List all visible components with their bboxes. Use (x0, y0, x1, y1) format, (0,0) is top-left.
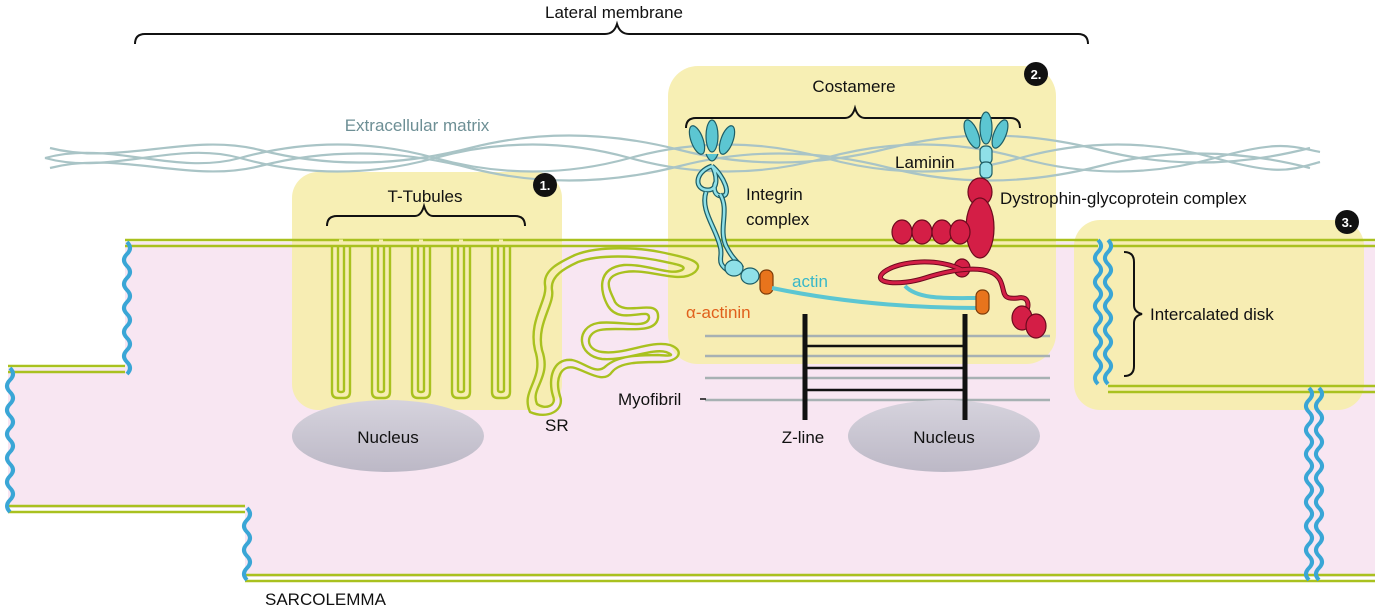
badge-2-text: 2. (1031, 67, 1042, 82)
sarcolemma-label: SARCOLEMMA (265, 590, 387, 609)
myofibril (705, 334, 1050, 402)
nucleus-right-label: Nucleus (913, 428, 974, 447)
sr-label: SR (545, 416, 569, 435)
actin-filament-dystrophin (903, 284, 979, 301)
badge-1-text: 1. (540, 178, 551, 193)
badge-3: 3. (1335, 210, 1359, 234)
sarcolemma-membrane (8, 238, 1375, 583)
t-tubules (330, 246, 512, 400)
actin-label: actin (792, 272, 828, 291)
costamere-brace (685, 104, 1021, 129)
dystrophin-chain-inner (879, 260, 1030, 313)
lateral-membrane-brace (134, 20, 1089, 45)
actin-filament (771, 286, 979, 310)
intercalated-disk-brace (1123, 251, 1143, 377)
intercalated-disk-waves (5, 238, 1324, 582)
laminin-label: Laminin (895, 153, 955, 172)
t-tubules-brace (326, 202, 526, 227)
myofibril-label: Myofibril (618, 390, 681, 409)
myofibril-thick-filaments (805, 344, 965, 392)
badge-2: 2. (1024, 62, 1048, 86)
nucleus-left (292, 400, 484, 472)
costamere-label: Costamere (812, 77, 895, 96)
nucleus-right (848, 400, 1040, 472)
badge-1: 1. (533, 173, 557, 197)
intercalated-disk-highlight-box (1074, 220, 1364, 410)
badge-3-text: 3. (1342, 215, 1353, 230)
lateral-membrane-label: Lateral membrane (545, 3, 683, 22)
laminin (963, 111, 1009, 179)
extracellular-matrix-label: Extracellular matrix (345, 116, 490, 135)
nucleus-left-label: Nucleus (357, 428, 418, 447)
integrin-complex-label-line2: complex (746, 210, 810, 229)
alpha-actinin-label: α-actinin (686, 303, 751, 322)
dystrophin-complex-label: Dystrophin-glycoprotein complex (1000, 189, 1247, 208)
z-line-label: Z-line (782, 428, 825, 447)
integrin-complex-label-line1: Integrin (746, 185, 803, 204)
t-tubules-highlight-box (292, 172, 562, 410)
t-tubules-label: T-Tubules (388, 187, 463, 206)
dystrophin-endpoints (975, 289, 1047, 339)
intercalated-disk-label: Intercalated disk (1150, 305, 1274, 324)
integrin-complex (688, 119, 774, 295)
sarcoplasmic-reticulum (526, 247, 700, 417)
